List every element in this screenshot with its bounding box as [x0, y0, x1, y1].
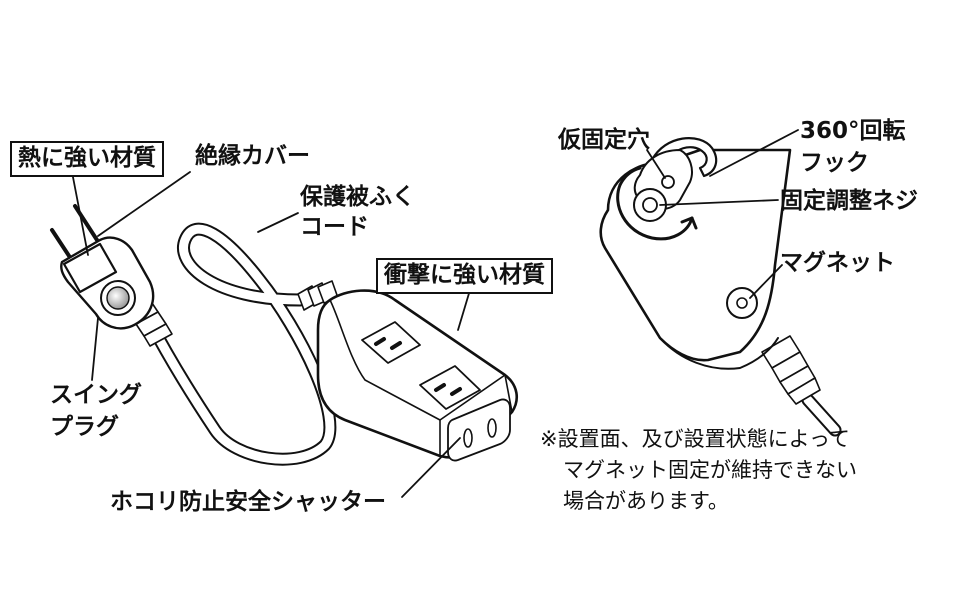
- label-swing-plug-line1: スイング: [50, 382, 142, 408]
- note-line-3: 場合があります。: [563, 489, 729, 513]
- note-line-1: ※設置面、及び設置状態によって: [540, 427, 850, 451]
- back-mount: [599, 129, 842, 437]
- label-insulating-cover: 絶縁カバー: [195, 143, 310, 169]
- adjust-screw: [633, 188, 667, 222]
- leader-lines-left: [71, 171, 471, 498]
- strip-strain-relief: [297, 280, 339, 311]
- label-swing-plug-line2: プラグ: [50, 414, 119, 440]
- rotation-arrow-icon: [616, 166, 698, 241]
- label-magnet: マグネット: [780, 250, 895, 276]
- power-strip: [297, 280, 519, 462]
- label-adjust-screw: 固定調整ネジ: [780, 188, 918, 214]
- coated-cord: [143, 222, 337, 466]
- back-cord: [801, 393, 842, 437]
- label-hook-line1: 360°回転: [800, 118, 906, 144]
- note-line-2: マグネット固定が維持できない: [563, 458, 857, 482]
- leader-lines-right: [646, 129, 799, 299]
- label-hook-line2: フック: [800, 150, 869, 176]
- extension-cord: [50, 171, 519, 498]
- label-dust-shutter: ホコリ防止安全シャッター: [110, 489, 386, 515]
- temp-hole: [661, 175, 675, 189]
- label-heat-resistant: 熱に強い材質: [10, 141, 164, 177]
- label-coated-cord-line2: コード: [300, 214, 369, 240]
- socket-top: [361, 321, 421, 364]
- socket-front-shutter: [447, 398, 511, 462]
- magnet-disc: [726, 287, 758, 319]
- socket-middle: [419, 365, 481, 410]
- label-temp-hole: 仮固定穴: [558, 127, 650, 153]
- back-strain-relief: [761, 335, 821, 405]
- label-impact-resistant: 衝撃に強い材質: [376, 258, 553, 294]
- swing-plug: [50, 204, 173, 347]
- label-coated-cord-line1: 保護被ふく: [300, 184, 415, 210]
